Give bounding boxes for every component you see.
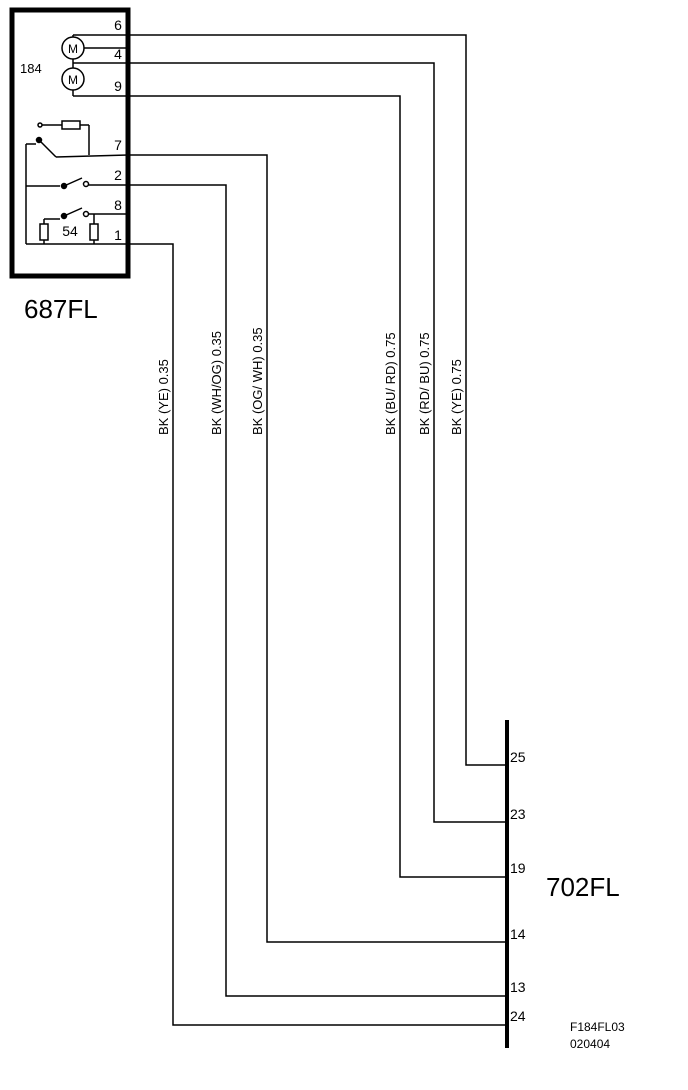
- component-702fl-label: 702FL: [546, 872, 620, 902]
- motor-icon: M: [61, 67, 85, 91]
- wire-bu-rd-075: [128, 95, 507, 878]
- pin-number: 1: [114, 227, 122, 243]
- relay-label: 54: [62, 223, 78, 239]
- pin-number: 4: [114, 46, 122, 62]
- pin-number: 23: [510, 806, 526, 822]
- wire-label: BK (OG/ WH) 0.35: [250, 327, 265, 435]
- motor-icon: M: [61, 36, 85, 60]
- drawing-date: 020404: [570, 1037, 610, 1051]
- wire-ye-075: [128, 34, 507, 766]
- pin-number: 6: [114, 17, 122, 33]
- wire-og-wh-035: [128, 154, 507, 943]
- component-687fl-box: [9, 7, 131, 279]
- pin-number: 13: [510, 979, 526, 995]
- wire-label: BK (WH/OG) 0.35: [209, 331, 224, 435]
- wire-label: BK (YE) 0.35: [156, 359, 171, 435]
- wires: [128, 34, 507, 1026]
- wire-yellow-035: [128, 243, 507, 1026]
- wire-label: BK (RD/ BU) 0.75: [417, 332, 432, 435]
- drawing-code: F184FL03: [570, 1020, 625, 1034]
- pin-number: 7: [114, 137, 122, 153]
- component-687fl-label: 687FL: [24, 294, 98, 324]
- component-inner-id: 184: [20, 61, 42, 76]
- wire-wh-og-035: [128, 184, 507, 997]
- wire-label: BK (BU/ RD) 0.75: [383, 332, 398, 435]
- component-687fl: 184 M M: [9, 7, 131, 279]
- pin-number: 14: [510, 926, 526, 942]
- wire-label: BK (YE) 0.75: [449, 359, 464, 435]
- pin-number: 24: [510, 1008, 526, 1024]
- svg-text:M: M: [68, 42, 78, 56]
- pin-number: 19: [510, 860, 526, 876]
- pin-number: 8: [114, 197, 122, 213]
- component-702fl: 25 23 19 14 13 24: [505, 720, 526, 1048]
- pin-number: 2: [114, 167, 122, 183]
- pin-number: 25: [510, 749, 526, 765]
- switch-network-icon: [25, 120, 129, 245]
- svg-text:M: M: [68, 73, 78, 87]
- wire-rd-bu-075: [128, 62, 507, 823]
- pin-number: 9: [114, 78, 122, 94]
